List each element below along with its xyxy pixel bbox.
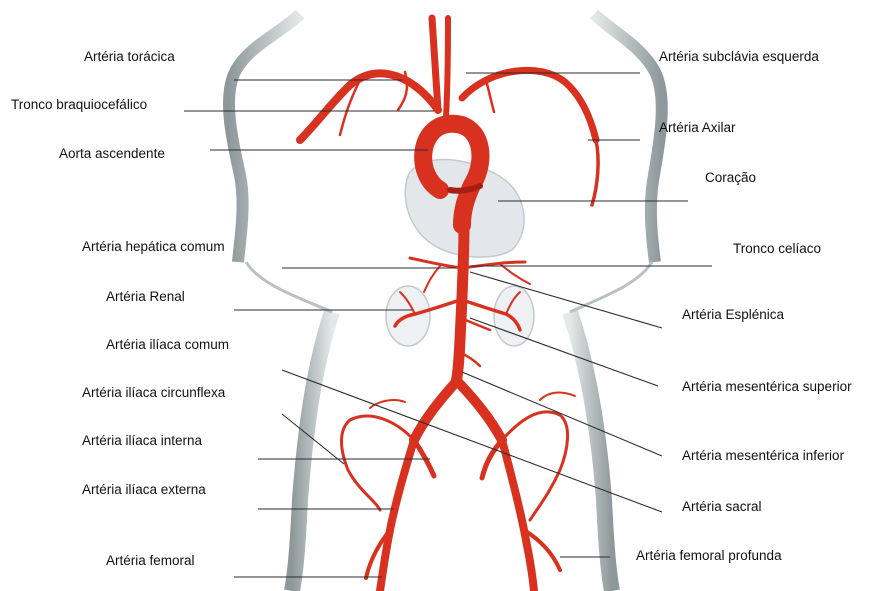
label-arteria-toracica: Artéria torácica [84,49,175,65]
left-kidney-shape [494,286,534,346]
label-arteria-femoral: Artéria femoral [106,553,195,569]
label-arteria-mesenterica-inferior: Artéria mesentérica inferior [682,448,844,464]
leader-arteria-mesenterica-superior [470,318,658,386]
label-arteria-hepatica-comum: Artéria hepática comum [82,239,225,255]
label-arteria-iliaca-interna: Artéria ilíaca interna [82,433,202,449]
label-arteria-subclavia-esquerda: Artéria subclávia esquerda [659,49,819,65]
arterial-tree [300,18,598,591]
label-tronco-braquiocefalico: Tronco braquiocefálico [11,97,147,113]
label-arteria-esplenica: Artéria Esplénica [682,307,784,323]
label-arteria-mesenterica-superior: Artéria mesentérica superior [682,379,852,395]
leader-lines [184,73,712,577]
label-arteria-iliaca-comum: Artéria ilíaca comum [106,337,229,353]
label-arteria-iliaca-circunflexa: Artéria ilíaca circunflexa [82,385,225,401]
label-arteria-femoral-profunda: Artéria femoral profunda [636,548,782,564]
label-coracao: Coração [705,170,756,186]
label-aorta-ascendente: Aorta ascendente [59,146,165,162]
label-arteria-axilar: Artéria Axilar [659,120,736,136]
label-arteria-renal: Artéria Renal [106,289,185,305]
leader-arteria-mesenterica-inferior [462,372,662,456]
label-arteria-sacral: Artéria sacral [682,499,762,515]
label-tronco-celiaco: Tronco celíaco [733,241,821,257]
label-arteria-iliaca-externa: Artéria ilíaca externa [82,482,206,498]
